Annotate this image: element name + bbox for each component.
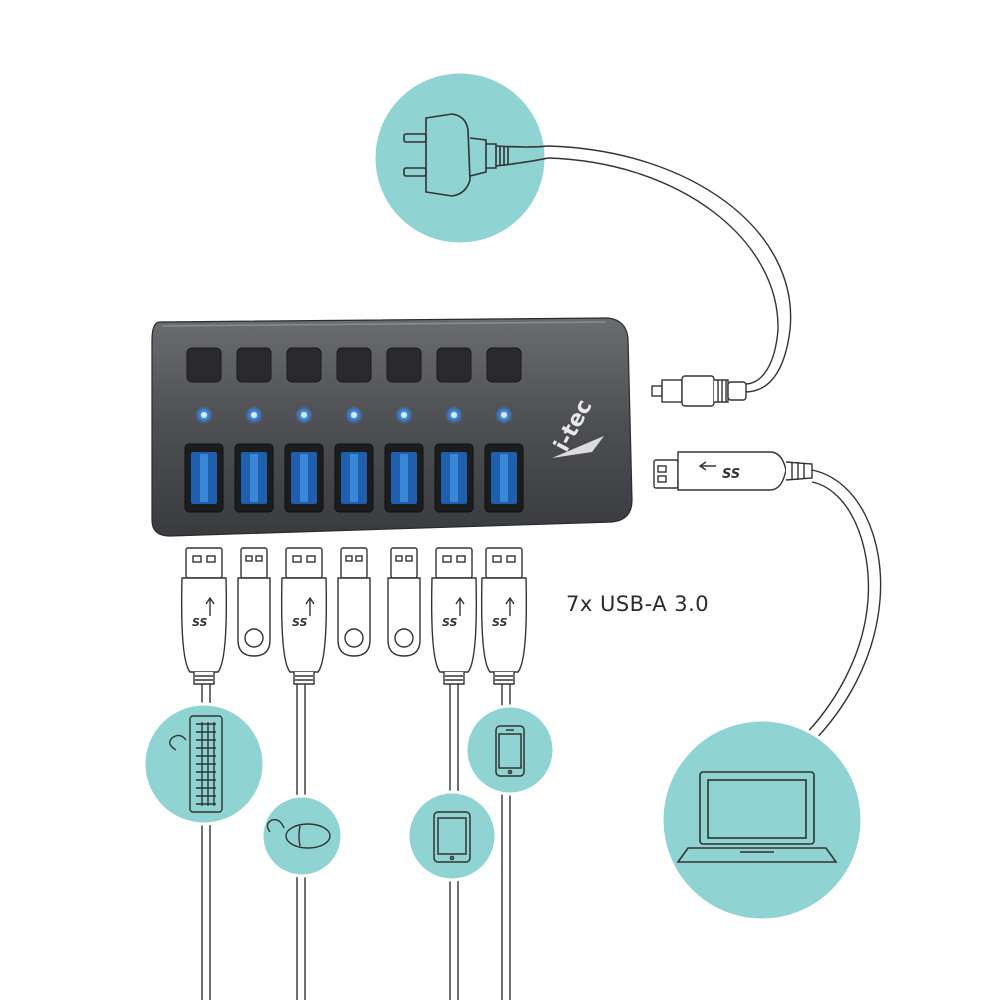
- power-switch-6: [436, 347, 472, 383]
- smartphone-icon: [495, 725, 525, 777]
- usb-flash-drive-5: [387, 547, 421, 657]
- power-switch-1: [186, 347, 222, 383]
- usb-hub: i-tec: [151, 317, 633, 537]
- svg-text:SS: SS: [192, 616, 208, 629]
- status-led-core-6: [451, 412, 457, 418]
- status-led-core-4: [351, 412, 357, 418]
- usb-port-4: [334, 443, 374, 513]
- smartphone-circle: [464, 704, 556, 796]
- power-switch-7: [486, 347, 522, 383]
- usb-port-7: [484, 443, 524, 513]
- power-cable-inner: [547, 157, 779, 385]
- usb-port-1: [184, 443, 224, 513]
- usb-ports: [184, 443, 524, 513]
- keyboard-icon: [169, 715, 223, 813]
- usb-port-5: [384, 443, 424, 513]
- usb-a-plug-7: SS: [480, 547, 528, 685]
- keyboard-circle: [142, 702, 266, 826]
- laptop-icon: [676, 771, 838, 863]
- power-switch-4: [336, 347, 372, 383]
- status-leds: [195, 406, 513, 424]
- status-led-core-1: [201, 412, 207, 418]
- usb-port-2: [234, 443, 274, 513]
- status-led-core-5: [401, 412, 407, 418]
- usb-port-6: [434, 443, 474, 513]
- power-switch-2: [236, 347, 272, 383]
- upstream-cable: [809, 469, 882, 746]
- upstream-cable-inner: [799, 481, 870, 741]
- downstream-connectors: SS SS SS SS: [180, 547, 528, 685]
- usb-a-plug-6: SS: [430, 547, 478, 685]
- usb-b-connector: SS: [653, 451, 813, 491]
- brand-swoosh: [552, 436, 604, 458]
- svg-text:SS: SS: [722, 467, 740, 482]
- usb-a-plug-3: SS: [280, 547, 328, 685]
- status-led-core-2: [251, 412, 257, 418]
- usb-port-3: [284, 443, 324, 513]
- power-outlet-circle: [372, 70, 549, 246]
- usb-flash-drive-4: [337, 547, 371, 657]
- status-led-core-3: [301, 412, 307, 418]
- power-cable: [547, 145, 792, 393]
- port-caption: 7x USB-A 3.0: [566, 592, 710, 616]
- power-switches: [186, 347, 522, 383]
- hub-top-edge: [161, 321, 607, 327]
- power-switch-3: [286, 347, 322, 383]
- mouse-circle: [260, 794, 344, 878]
- svg-text:SS: SS: [442, 616, 458, 629]
- power-plug-icon: [403, 113, 549, 197]
- power-switch-5: [386, 347, 422, 383]
- tablet-circle: [406, 790, 498, 882]
- usb-flash-drive-2: [237, 547, 271, 657]
- svg-text:SS: SS: [492, 616, 508, 629]
- laptop-circle: [660, 718, 864, 922]
- status-led-core-7: [501, 412, 507, 418]
- usb-a-plug-1: SS: [180, 547, 228, 685]
- mouse-icon: [266, 818, 331, 849]
- tablet-icon: [433, 811, 471, 863]
- dc-power-connector: [651, 375, 747, 407]
- svg-text:SS: SS: [292, 616, 308, 629]
